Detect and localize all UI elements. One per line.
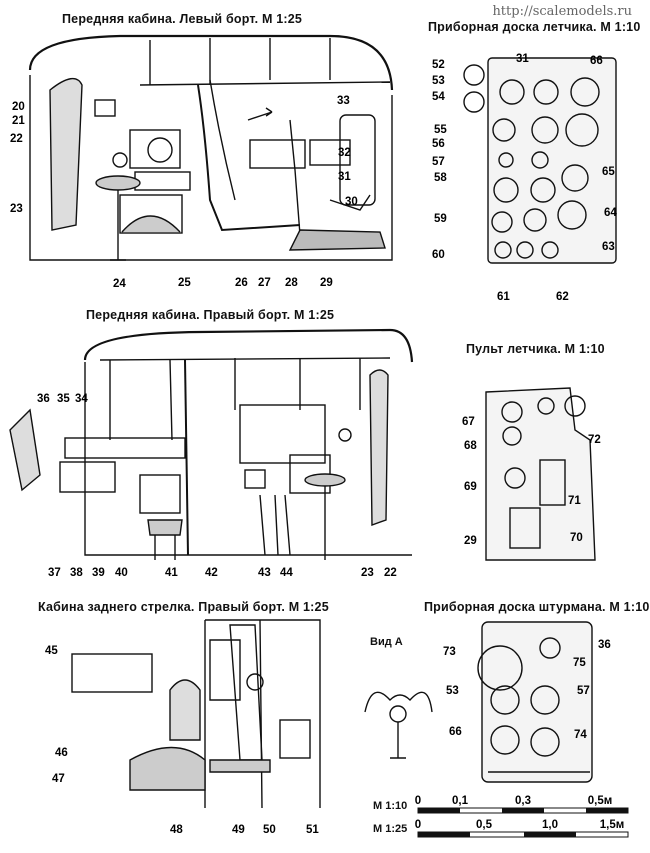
scale-m10-tick: 0,5м	[588, 795, 613, 807]
callout-46: 46	[55, 747, 68, 759]
callout-50: 50	[263, 824, 276, 836]
callout-20: 20	[12, 101, 25, 113]
scale-m10-tick: 0,1	[452, 795, 469, 807]
callout-21: 21	[12, 115, 25, 127]
callout-48: 48	[170, 824, 183, 836]
callout-66: 66	[590, 55, 603, 67]
callout-38: 38	[70, 567, 83, 579]
scale-m10-tick: 0,3	[515, 795, 531, 807]
callout-29: 29	[464, 535, 477, 547]
callout-62: 62	[556, 291, 569, 303]
callout-57: 57	[432, 156, 445, 168]
callout-56: 56	[432, 138, 445, 150]
title-front-left: Передняя кабина. Левый борт. М 1:25	[62, 12, 303, 26]
callout-45: 45	[45, 645, 58, 657]
view-a-label: Вид А	[370, 636, 403, 648]
callout-31: 31	[338, 171, 351, 183]
scale-m25-label: М 1:25	[373, 823, 408, 835]
callout-36: 36	[37, 393, 50, 405]
callout-66: 66	[449, 726, 462, 738]
callout-34: 34	[75, 393, 88, 405]
callout-numbers: 20 21 22 23 24 25 26 27 28 29 30 31 32 33 52 53 54 55 56 57…	[10, 53, 617, 836]
gunner-cockpit	[71, 619, 321, 809]
callout-26: 26	[235, 277, 248, 289]
callout-22: 22	[10, 133, 23, 145]
scale-m25-tick: 0	[415, 819, 421, 831]
scale-m25-tick: 1,5м	[600, 819, 625, 831]
front-left-cockpit	[28, 34, 394, 261]
callout-42: 42	[205, 567, 218, 579]
callout-31: 31	[516, 53, 529, 65]
callout-57: 57	[577, 685, 590, 697]
callout-60: 60	[432, 249, 445, 261]
scale-m25-tick: 0,5	[476, 819, 493, 831]
callout-64: 64	[604, 207, 617, 219]
callout-40: 40	[115, 567, 128, 579]
callout-61: 61	[497, 291, 510, 303]
callout-47: 47	[52, 773, 65, 785]
callout-54: 54	[432, 91, 445, 103]
callout-23: 23	[10, 203, 23, 215]
callout-35: 35	[57, 393, 70, 405]
callout-55: 55	[434, 124, 447, 136]
callout-53: 53	[446, 685, 459, 697]
callout-68: 68	[464, 440, 477, 452]
callout-58: 58	[434, 172, 447, 184]
callout-70: 70	[570, 532, 583, 544]
callout-37: 37	[48, 567, 61, 579]
pilot-instrument-panel	[463, 57, 617, 264]
title-navigator-panel: Приборная доска штурмана. М 1:10	[424, 600, 650, 614]
callout-67: 67	[462, 416, 475, 428]
callout-49: 49	[232, 824, 245, 836]
callout-36: 36	[598, 639, 611, 651]
title-pilot-panel: Приборная доска летчика. М 1:10	[428, 20, 641, 34]
scale-m10-tick: 0	[415, 795, 421, 807]
callout-53: 53	[432, 75, 445, 87]
callout-39: 39	[92, 567, 105, 579]
scale-tick-labels: 0 0,1 0,3 0,5м 0 0,5 1,0 1,5м	[415, 795, 624, 831]
callout-30: 30	[345, 196, 358, 208]
title-pilot-console: Пульт летчика. М 1:10	[466, 342, 605, 356]
callout-29: 29	[320, 277, 333, 289]
callout-73: 73	[443, 646, 456, 658]
callout-23: 23	[361, 567, 374, 579]
callout-74: 74	[574, 729, 587, 741]
callout-69: 69	[464, 481, 477, 493]
callout-32: 32	[338, 147, 351, 159]
pilot-console	[485, 387, 596, 561]
callout-33: 33	[337, 95, 350, 107]
view-a-yoke	[364, 691, 433, 759]
callout-43: 43	[258, 567, 271, 579]
scale-m25-tick: 1,0	[542, 819, 558, 831]
callout-65: 65	[602, 166, 615, 178]
callout-72: 72	[588, 434, 601, 446]
title-gunner-right: Кабина заднего стрелка. Правый борт. М 1…	[38, 600, 329, 614]
callout-63: 63	[602, 241, 615, 253]
callout-28: 28	[285, 277, 298, 289]
scale-m10-label: М 1:10	[373, 800, 408, 812]
scale-bars	[417, 807, 629, 838]
callout-41: 41	[165, 567, 178, 579]
callout-75: 75	[573, 657, 586, 669]
callout-71: 71	[568, 495, 581, 507]
callout-59: 59	[434, 213, 447, 225]
callout-44: 44	[280, 567, 293, 579]
callout-52: 52	[432, 59, 445, 71]
navigator-instrument-panel	[477, 621, 593, 783]
callout-27: 27	[258, 277, 271, 289]
callout-25: 25	[178, 277, 191, 289]
callout-22: 22	[384, 567, 397, 579]
title-front-right: Передняя кабина. Правый борт. М 1:25	[86, 308, 335, 322]
callout-24: 24	[113, 278, 126, 290]
front-right-cockpit	[9, 328, 414, 560]
watermark: http://scalemodels.ru	[492, 4, 632, 19]
callout-51: 51	[306, 824, 319, 836]
